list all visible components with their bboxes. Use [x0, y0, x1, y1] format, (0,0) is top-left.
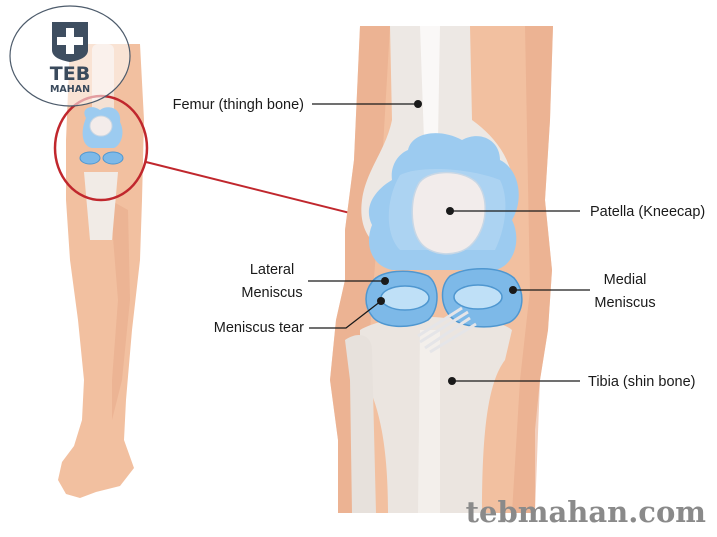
label-medial-line1: Medial: [604, 272, 647, 288]
label-tibia: Tibia (shin bone): [588, 374, 695, 390]
leg-illustration: [53, 44, 149, 498]
cross-horizontal: [57, 37, 83, 45]
fibula-bone: [345, 335, 376, 513]
teb-mahan-logo: TEB MAHAN: [9, 5, 131, 107]
label-patella: Patella (Kneecap): [590, 204, 705, 220]
leader-lines: [308, 103, 590, 382]
label-lateral-line1: Lateral: [250, 262, 294, 278]
cruciate-ligament: [417, 306, 477, 354]
watermark-text: tebmahan.com: [466, 495, 707, 529]
medial-meniscus-inner: [453, 284, 503, 310]
logo-text-mahan: MAHAN: [50, 84, 90, 95]
label-medial-line2: Meniscus: [594, 295, 655, 311]
logo-text-teb: TEB: [50, 63, 90, 85]
knee-closeup: [330, 26, 553, 513]
label-tear: Meniscus tear: [214, 320, 304, 336]
small-meniscus-lateral: [79, 151, 101, 165]
tibia-highlight: [418, 330, 440, 513]
small-meniscus-medial: [102, 151, 124, 165]
tear-leader: [309, 300, 382, 329]
lateral-meniscus-inner: [380, 285, 430, 311]
leg-shadow: [110, 200, 130, 420]
femur-shadow: [420, 26, 440, 140]
small-patella: [89, 115, 113, 137]
skin-shade-left: [330, 26, 390, 513]
skin-shade-right: [512, 26, 553, 513]
label-femur: Femur (thingh bone): [173, 97, 304, 113]
tibia-small: [84, 172, 118, 240]
label-lateral-line2: Meniscus: [241, 285, 302, 301]
